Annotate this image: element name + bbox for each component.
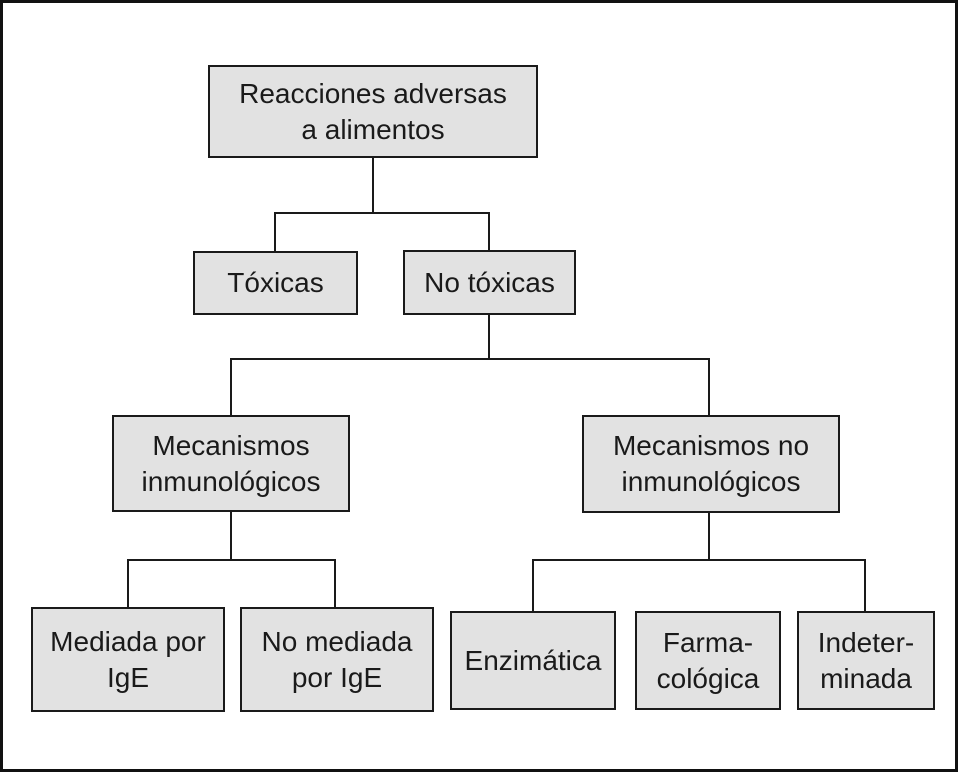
- connector-row2-rail: [274, 212, 490, 214]
- connector-drop-indeterminada: [864, 559, 866, 611]
- node-no-mediada-por-ige: No mediada por IgE: [240, 607, 434, 712]
- connector-row3-rail: [230, 358, 710, 360]
- node-indeterminada: Indeter- minada: [797, 611, 935, 710]
- connector-root-stem: [372, 158, 374, 214]
- connector-row4-left-rail: [127, 559, 336, 561]
- node-no-toxicas: No tóxicas: [403, 250, 576, 315]
- node-reacciones-adversas-a-alimentos: Reacciones adversas a alimentos: [208, 65, 538, 158]
- node-enzimatica: Enzimática: [450, 611, 616, 710]
- connector-mec-no-inmuno-stem: [708, 513, 710, 561]
- connector-drop-toxicas: [274, 212, 276, 251]
- connector-row4-right-rail: [532, 559, 866, 561]
- connector-drop-mec-no-inmuno: [708, 358, 710, 415]
- node-mecanismos-no-inmunologicos: Mecanismos no inmunológicos: [582, 415, 840, 513]
- connector-no-toxicas-stem: [488, 315, 490, 360]
- connector-drop-enzimatica: [532, 559, 534, 611]
- connector-drop-no-mediada: [334, 559, 336, 607]
- node-toxicas: Tóxicas: [193, 251, 358, 315]
- node-farmacologica: Farma- cológica: [635, 611, 781, 710]
- connector-drop-mediada: [127, 559, 129, 607]
- connector-drop-no-toxicas: [488, 212, 490, 250]
- connector-mec-inmuno-stem: [230, 512, 232, 561]
- node-mecanismos-inmunologicos: Mecanismos inmunológicos: [112, 415, 350, 512]
- connector-drop-mec-inmuno: [230, 358, 232, 415]
- node-mediada-por-ige: Mediada por IgE: [31, 607, 225, 712]
